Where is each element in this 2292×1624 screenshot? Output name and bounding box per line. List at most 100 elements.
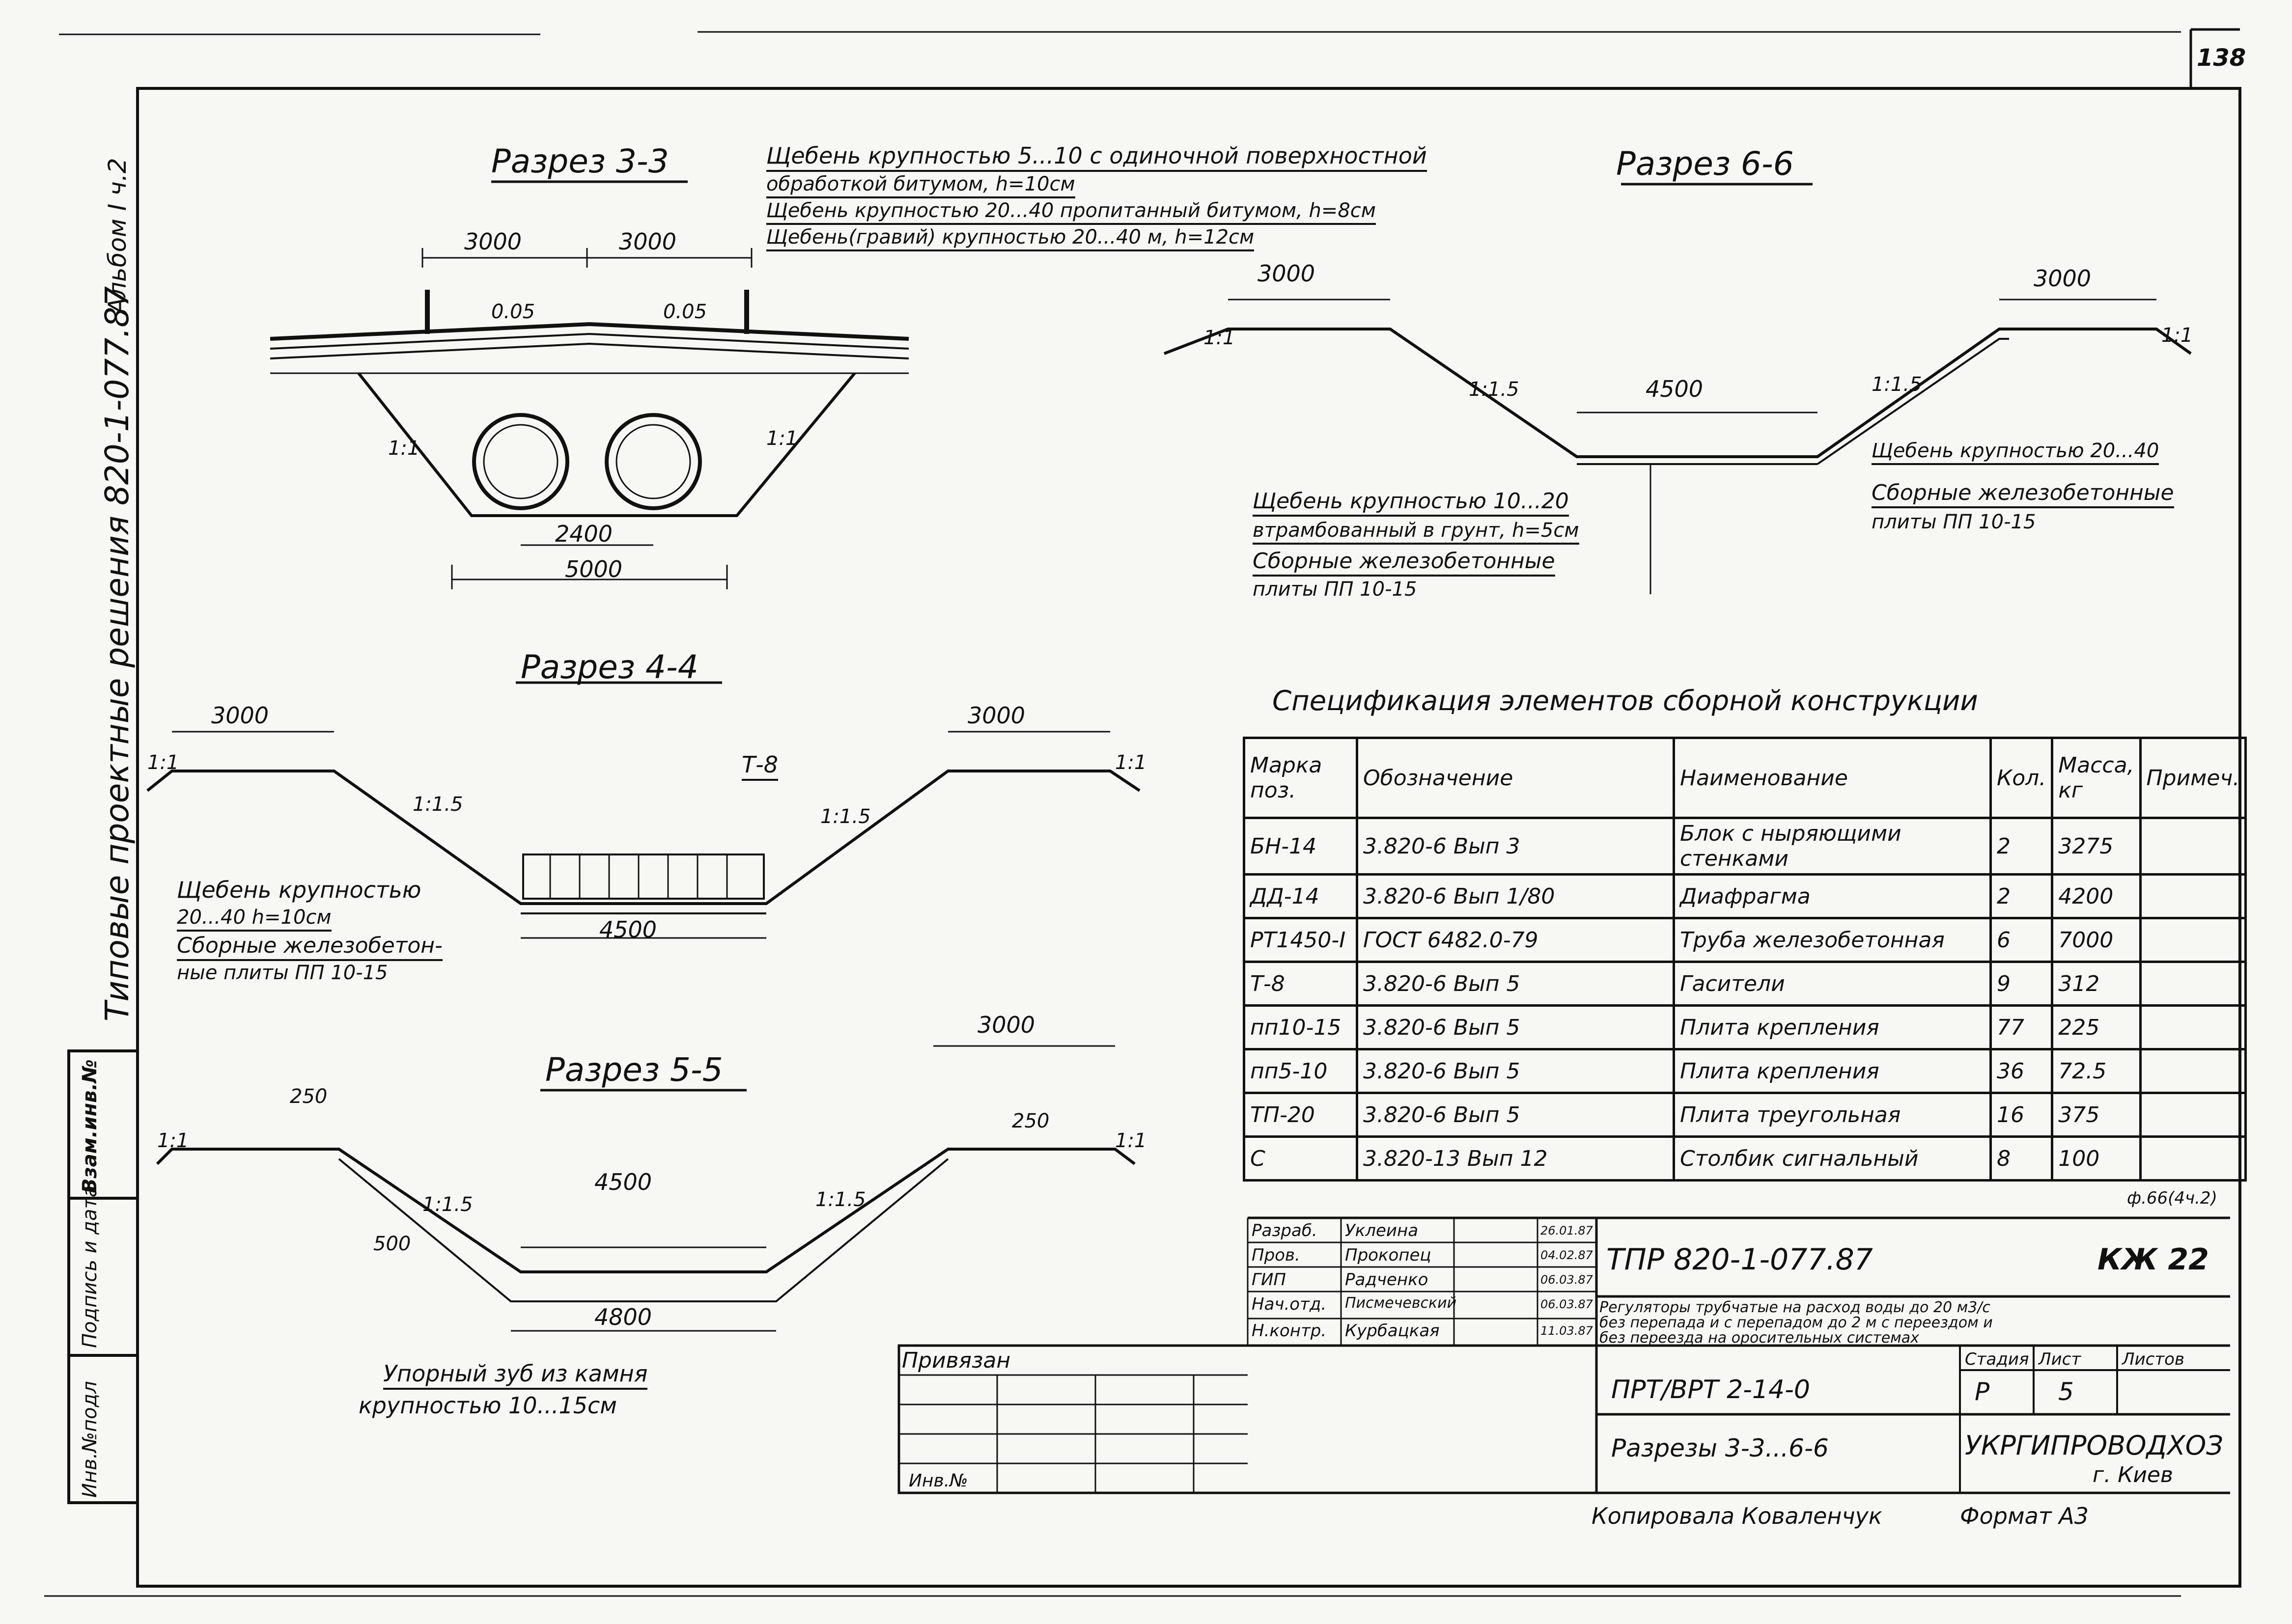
spec-cell: 2 [1989, 817, 2054, 876]
slope-4-4-left: 1:1.5 [413, 793, 463, 816]
format: Формат А3 [1960, 1503, 2089, 1529]
spec-cell: Плита треугольная [1673, 1092, 1992, 1138]
dim-5-5-top: 3000 [978, 1012, 1035, 1038]
note-4-4-1: Щебень крупностью [177, 877, 421, 903]
sheet-label: Лист [2039, 1349, 2081, 1369]
desc-line-3: без переезда на оросительных системах [1599, 1329, 1919, 1347]
spec-cell [2139, 917, 2247, 963]
dim-5-5-500: 500 [373, 1233, 411, 1255]
slope-5-5-edge-left: 1:1 [157, 1129, 189, 1152]
dim-4-4-bottom: 4500 [599, 916, 657, 943]
dim-5-5-250-right: 250 [1012, 1110, 1050, 1132]
sheet-number: 138 [2197, 44, 2246, 72]
spec-cell: Диафрагма [1673, 873, 1992, 919]
spec-cell: 3275 [2051, 817, 2142, 876]
note-5-5-2: крупностью 10...15см [359, 1392, 617, 1419]
spec-cell: Гасители [1673, 961, 1992, 1007]
spec-table: Марка поз. Обозначение Наименование Кол.… [1243, 737, 2247, 1182]
desc-line-1: Регуляторы трубчатые на расход воды до 2… [1599, 1299, 1990, 1316]
slope-5-5-left: 1:1.5 [422, 1193, 473, 1216]
note-3-3-4: Щебень(гравий) крупностью 20...40 м, h=1… [766, 226, 1255, 251]
dim-5-5-4800: 4800 [594, 1304, 652, 1330]
spec-cell [2139, 817, 2247, 876]
name-developer: Уклеина [1345, 1221, 1419, 1240]
note-6-6-right-2: Сборные железобетонные [1872, 480, 2174, 508]
spec-cell: 36 [1989, 1048, 2054, 1094]
slope-5-5-edge-right: 1:1 [1115, 1129, 1147, 1152]
spec-header-designation: Обозначение [1356, 737, 1675, 819]
organization: УКРГИПРОВОДХОЗ [1965, 1430, 2223, 1461]
spec-header-row: Марка поз. Обозначение Наименование Кол.… [1243, 737, 2247, 819]
slope-4-4-edge-right: 1:1 [1115, 751, 1147, 774]
slope-6-6-right: 1:1.5 [1872, 373, 1922, 396]
sheet-title: Разрезы 3-3...6-6 [1611, 1434, 1829, 1462]
spec-cell [2139, 1092, 2247, 1138]
spec-cell: 4200 [2051, 873, 2142, 919]
spec-cell: 100 [2051, 1135, 2142, 1182]
note-5-5-1: Упорный зуб из камня [383, 1360, 648, 1390]
slope-6-6-left: 1:1.5 [1469, 378, 1519, 401]
note-6-6-right-1: Щебень крупностью 20...40 [1872, 440, 2159, 465]
copied-by: Копировала Коваленчук [1592, 1503, 1882, 1529]
note-6-6-left-1: Щебень крупностью 10...20 [1253, 489, 1569, 517]
damper-label: Т-8 [742, 751, 778, 781]
dim-3-3-bottom: 5000 [565, 556, 623, 582]
spec-cell: 3.820-6 Вып 5 [1356, 1092, 1675, 1138]
slope-3-3-side-left: 1:1 [388, 437, 420, 460]
spec-cell: ДД-14 [1243, 873, 1358, 919]
spec-cell: 77 [1989, 1004, 2054, 1050]
role-dept-head: Нач.отд. [1252, 1294, 1327, 1314]
spec-cell: 3.820-13 Вып 12 [1356, 1135, 1675, 1182]
spec-cell: пп10-15 [1243, 1004, 1358, 1050]
sheet-value: 5 [2058, 1377, 2074, 1406]
note-6-6-right-3: плиты ПП 10-15 [1872, 511, 2036, 533]
spec-cell: ГОСТ 6482.0-79 [1356, 917, 1675, 963]
spec-cell: 6 [1989, 917, 2054, 963]
city: г. Киев [2093, 1462, 2173, 1487]
spec-cell: пп5-10 [1243, 1048, 1358, 1094]
doc-code: ТПР 820-1-077.87 [1606, 1242, 1873, 1277]
spec-cell: 375 [2051, 1092, 2142, 1138]
spec-cell: ТП-20 [1243, 1092, 1358, 1138]
slope-3-3-left: 0.05 [491, 301, 535, 323]
dim-6-6-bottom: 4500 [1646, 376, 1704, 402]
dim-6-6-right: 3000 [2034, 265, 2092, 292]
note-6-6-left-4: плиты ПП 10-15 [1253, 578, 1417, 601]
section-5-5-title: Разрез 5-5 [545, 1051, 723, 1089]
dim-5-5-4500: 4500 [594, 1169, 652, 1195]
stamp-replace-inv: Взам.инв.№ [79, 1059, 101, 1193]
role-developer: Разраб. [1252, 1221, 1317, 1240]
slope-6-6-edge-right: 1:1 [2161, 324, 2193, 347]
slope-5-5-right: 1:1.5 [815, 1188, 866, 1211]
date-2: 04.02.87 [1540, 1248, 1593, 1262]
dim-6-6-left: 3000 [1258, 260, 1315, 287]
slope-6-6-edge-left: 1:1 [1203, 327, 1235, 349]
spec-cell: 225 [2051, 1004, 2142, 1050]
slope-4-4-right: 1:1.5 [820, 805, 871, 828]
spec-header-qty: Кол. [1989, 737, 2054, 819]
dim-5-5-250-left: 250 [290, 1085, 328, 1108]
dim-3-3-pipes: 2400 [555, 521, 613, 547]
slope-3-3-side-right: 1:1 [766, 427, 798, 450]
spec-cell: 9 [1989, 961, 2054, 1007]
note-3-3-3: Щебень крупностью 20...40 пропитанный би… [766, 199, 1376, 225]
spec-cell: 3.820-6 Вып 1/80 [1356, 873, 1675, 919]
spec-cell: С [1243, 1135, 1358, 1182]
name-dept-head: Писмечевский [1345, 1294, 1457, 1312]
note-3-3-2: обработкой битумом, h=10см [766, 173, 1075, 198]
section-3-3-title: Разрез 3-3 [491, 142, 669, 180]
date-1: 26.01.87 [1540, 1224, 1593, 1238]
note-6-6-left-3: Сборные железобетонные [1253, 549, 1555, 577]
sheets-label: Листов [2122, 1349, 2185, 1369]
spec-header-mark: Марка поз. [1243, 737, 1358, 819]
role-norm-control: Н.контр. [1252, 1321, 1327, 1341]
slope-3-3-right: 0.05 [663, 301, 707, 323]
spec-cell: 2 [1989, 873, 2054, 919]
dim-3-3-right: 3000 [619, 228, 677, 255]
